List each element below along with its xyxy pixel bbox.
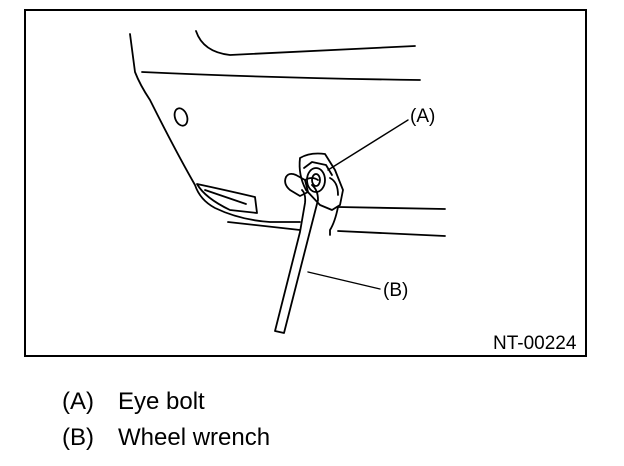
legend-item-wheel-wrench: (B) Wheel wrench [62,426,270,450]
bumper-outline [129,30,446,237]
legend-key: (A) [62,388,94,415]
fog-light-slot [196,183,258,214]
legend-label: Wheel wrench [118,424,271,451]
callout-a-leader [327,119,409,171]
figure-id: NT-00224 [493,333,577,354]
legend-key: (B) [62,424,94,451]
legend-item-eye-bolt: (A) Eye bolt [62,390,205,414]
callout-b: (B) [383,280,409,301]
bumper-hole [173,107,189,127]
wheel-wrench [274,177,319,334]
callout-a: (A) [410,106,436,127]
figure-frame [24,9,587,357]
legend-label: Eye bolt [118,388,205,415]
callout-b-leader [307,271,381,290]
